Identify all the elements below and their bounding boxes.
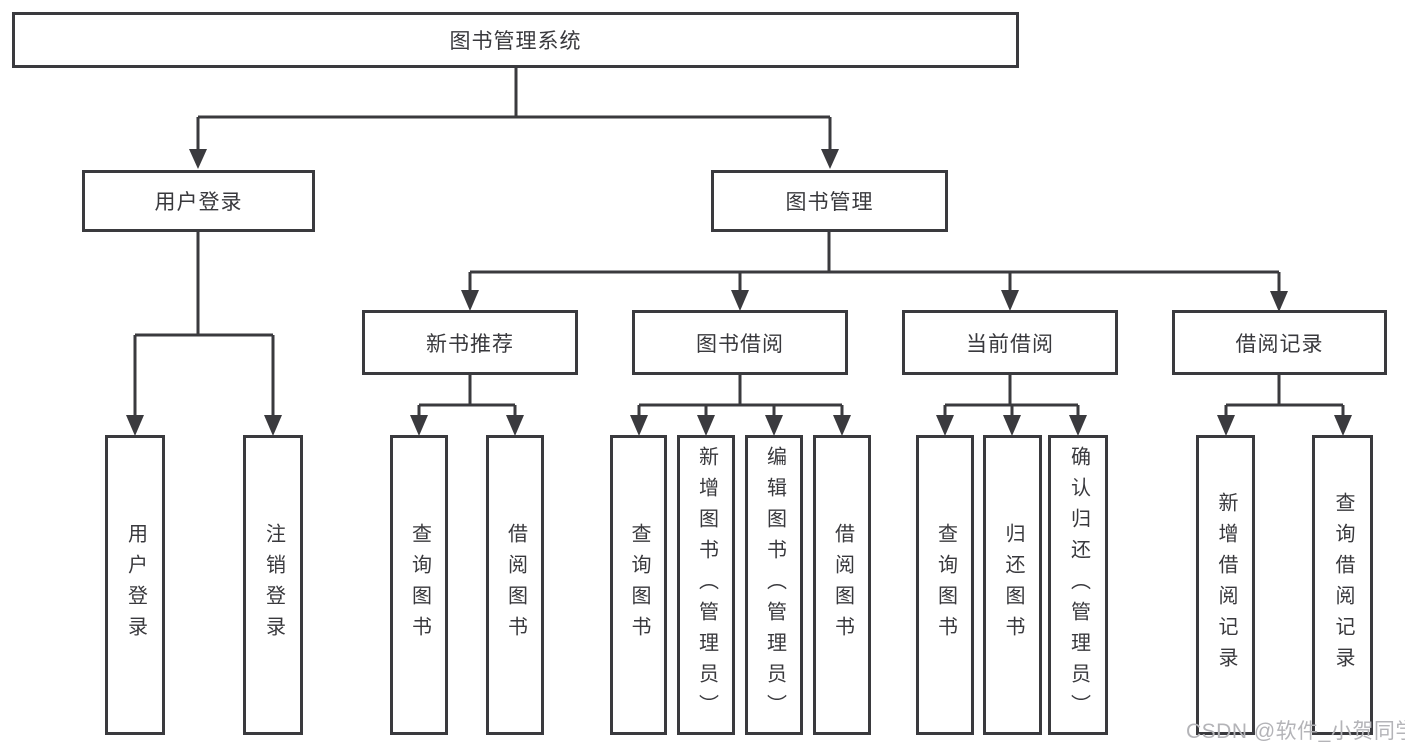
node-book-borrow: 图书借阅 (632, 310, 848, 375)
node-book-management: 图书管理 (711, 170, 948, 232)
leaf-borrow-add-books-admin: 新增图书（管理员） (677, 435, 735, 735)
leaf-borrow-edit-books-admin-label: 编辑图书（管理员） (763, 445, 786, 725)
connector-new-book-recommend-to-leaves (410, 375, 524, 436)
leaf-current-confirm-return-admin: 确认归还（管理员） (1048, 435, 1108, 735)
leaf-current-return-books-label: 归还图书 (1002, 523, 1024, 647)
leaf-records-query-record-label: 查询借阅记录 (1332, 492, 1354, 678)
connector-user-login-to-leaves (126, 232, 282, 436)
leaf-user-login-label: 用户登录 (124, 523, 147, 647)
connector-root-to-level2 (189, 68, 839, 169)
leaf-current-query-books: 查询图书 (916, 435, 974, 735)
leaf-logout: 注销登录 (243, 435, 303, 735)
node-borrow-records: 借阅记录 (1172, 310, 1387, 375)
leaf-borrow-borrow-books-label: 借阅图书 (831, 523, 854, 647)
leaf-borrow-borrow-books: 借阅图书 (813, 435, 871, 735)
leaf-records-add-record: 新增借阅记录 (1196, 435, 1255, 735)
leaf-current-return-books: 归还图书 (983, 435, 1042, 735)
node-user-login: 用户登录 (82, 170, 315, 232)
leaf-logout-label: 注销登录 (262, 523, 285, 647)
leaf-newbook-borrow-books-label: 借阅图书 (504, 523, 527, 647)
connector-book-borrow-to-leaves (630, 375, 851, 436)
leaf-current-confirm-return-admin-label: 确认归还（管理员） (1067, 445, 1090, 725)
leaf-user-login: 用户登录 (105, 435, 165, 735)
node-root-library-management-system: 图书管理系统 (12, 12, 1019, 68)
leaf-borrow-query-books-label: 查询图书 (628, 523, 650, 647)
connector-current-borrow-to-leaves (936, 375, 1087, 436)
leaf-borrow-add-books-admin-label: 新增图书（管理员） (695, 445, 718, 725)
connector-book-management-to-level3 (461, 232, 1288, 312)
node-new-book-recommend: 新书推荐 (362, 310, 578, 375)
csdn-watermark: CSDN @软件_小贺同学 (1186, 720, 1405, 743)
leaf-newbook-borrow-books: 借阅图书 (486, 435, 544, 735)
connector-borrow-records-to-leaves (1217, 375, 1352, 436)
leaf-records-query-record: 查询借阅记录 (1312, 435, 1373, 735)
leaf-records-add-record-label: 新增借阅记录 (1215, 492, 1237, 678)
node-current-borrow: 当前借阅 (902, 310, 1118, 375)
leaf-borrow-query-books: 查询图书 (610, 435, 667, 735)
leaf-current-query-books-label: 查询图书 (934, 523, 957, 647)
leaf-newbook-query-books: 查询图书 (390, 435, 448, 735)
leaf-newbook-query-books-label: 查询图书 (408, 523, 431, 647)
leaf-borrow-edit-books-admin: 编辑图书（管理员） (745, 435, 803, 735)
